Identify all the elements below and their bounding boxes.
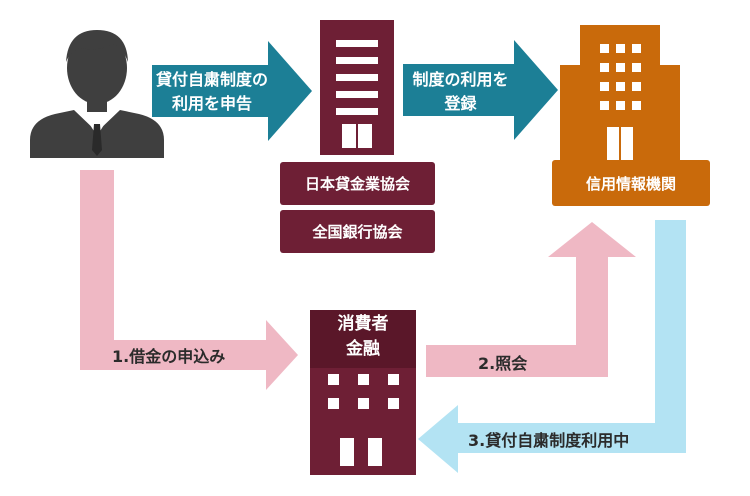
flow-arrow-status-notice xyxy=(418,220,686,473)
building-icon xyxy=(320,20,394,155)
step3-label: 3.貸付自粛制度利用中 xyxy=(468,431,630,450)
declare-label-line1: 貸付自粛制度の xyxy=(155,70,268,89)
declare-arrow-label: 貸付自粛制度の 利用を申告 xyxy=(152,68,272,116)
register-label-line1: 制度の利用を xyxy=(412,70,509,89)
association-box-zenginkyo: 全国銀行協会 xyxy=(280,210,435,253)
flow-arrow-loan-application xyxy=(80,170,298,390)
flow-arrow-inquiry xyxy=(426,222,636,377)
building-icon xyxy=(560,25,680,160)
step1-label: 1.借金の申込み xyxy=(112,347,226,366)
register-label-line2: 登録 xyxy=(444,94,477,113)
lender-label: 消費者 金融 xyxy=(310,312,416,362)
person-icon xyxy=(30,30,164,158)
credit-bureau-box: 信用情報機関 xyxy=(552,160,710,206)
declare-label-line2: 利用を申告 xyxy=(171,94,252,113)
association-box-jfsa: 日本貸金業協会 xyxy=(280,162,435,205)
teal-arrow-register xyxy=(403,40,558,140)
step2-label: 2.照会 xyxy=(478,354,528,373)
teal-arrow-declare xyxy=(152,41,312,141)
register-arrow-label: 制度の利用を 登録 xyxy=(403,68,518,116)
building-icon xyxy=(310,310,416,475)
lender-label-line1: 消費者 xyxy=(337,314,389,334)
lender-label-line2: 金融 xyxy=(346,339,380,359)
